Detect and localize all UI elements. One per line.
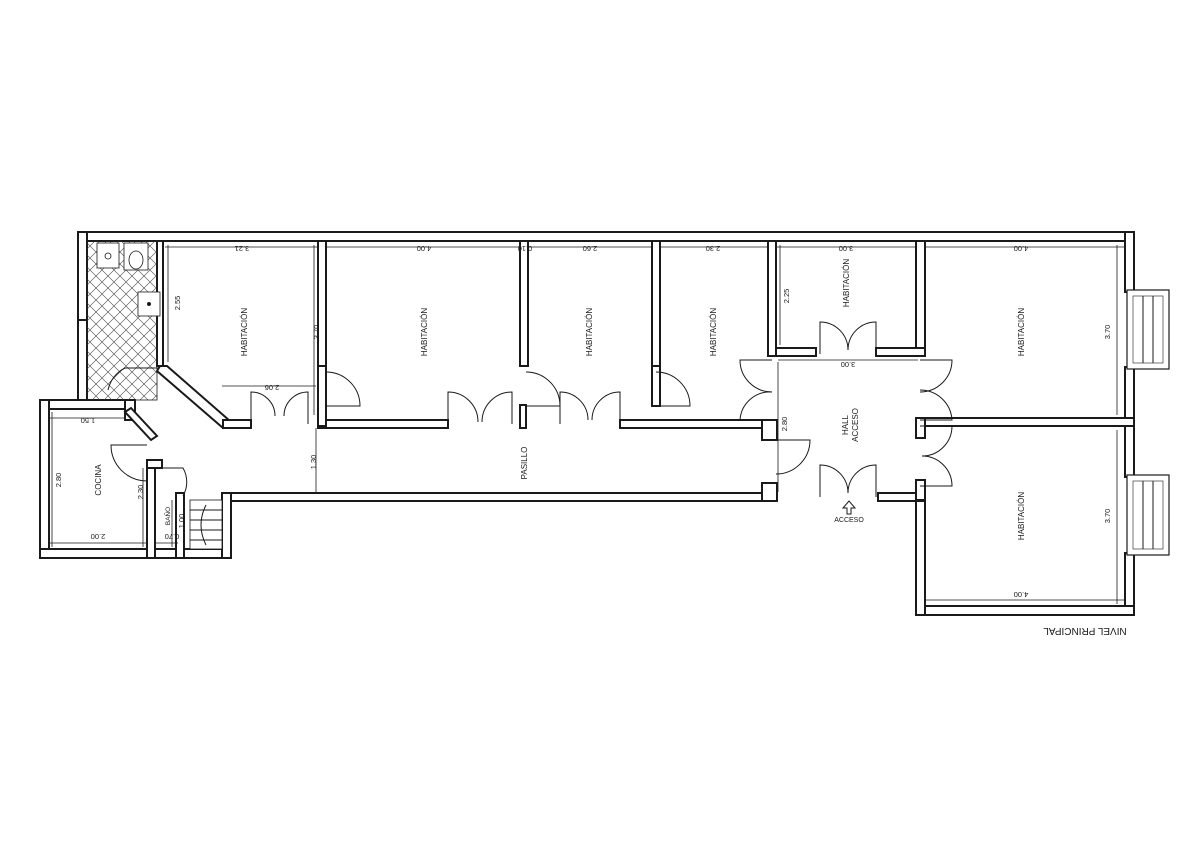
top-wall bbox=[77, 231, 1135, 242]
corridor-bottom-wall bbox=[221, 492, 763, 502]
interior-walls bbox=[123, 240, 1135, 559]
room-labels: HABITACIÓN HABITACIÓN HABITACIÓN HABITAC… bbox=[94, 259, 1026, 541]
dim-bano-height: 1.00 bbox=[177, 514, 186, 529]
partition-4 bbox=[767, 240, 777, 357]
room-label-hab3: HABITACIÓN bbox=[585, 308, 594, 357]
diagonal-wall bbox=[155, 365, 232, 430]
kitchen-bottom-wall bbox=[39, 548, 226, 559]
shower-drain-icon bbox=[147, 302, 151, 306]
partition-5 bbox=[915, 240, 926, 357]
dim-top-hab3: 2.60 bbox=[583, 244, 598, 253]
dim-bath-depth: 2.55 bbox=[173, 296, 182, 311]
kitchen-right-wall bbox=[146, 459, 156, 559]
hab7-jamb bbox=[915, 417, 926, 439]
dim-top-hab5: 3.00 bbox=[839, 244, 854, 253]
dim-hab5-lower: 3.00 bbox=[841, 360, 856, 369]
dim-hab7-width: 4.00 bbox=[1014, 590, 1029, 599]
partition-1 bbox=[317, 240, 327, 367]
access-label: ACCESO bbox=[834, 517, 864, 524]
hab7-jamb-b bbox=[915, 479, 926, 501]
sink-drain-icon bbox=[104, 252, 112, 260]
dim-top-hab6: 4.00 bbox=[1014, 244, 1029, 253]
outer-walls bbox=[39, 231, 1135, 616]
hall-left-jamb bbox=[761, 419, 778, 441]
doors bbox=[107, 321, 953, 497]
left-wall-bath bbox=[77, 231, 88, 321]
corridor-top-a bbox=[222, 419, 252, 429]
access-arrow-icon bbox=[841, 500, 857, 515]
dim-cocina-side: 2.30 bbox=[136, 485, 145, 500]
partition-3 bbox=[651, 240, 661, 367]
dim-hab6-depth: 3.70 bbox=[1103, 325, 1112, 340]
dim-hall-height: 2.80 bbox=[780, 417, 789, 432]
dim-cocina-height: 2.80 bbox=[54, 473, 63, 488]
dim-pasillo-width: 1.30 bbox=[309, 455, 318, 470]
dimension-lines bbox=[50, 245, 1125, 604]
dim-bano-width: 0.70 bbox=[165, 532, 180, 541]
room-label-cocina: COCINA bbox=[94, 464, 103, 496]
room-label-hab7: HABITACIÓN bbox=[1017, 492, 1026, 541]
room-label-hab1: HABITACIÓN bbox=[240, 308, 249, 357]
hab5-bottom-a bbox=[775, 347, 817, 357]
dim-cocina-width: 1.50 bbox=[81, 416, 96, 425]
right-wall-a bbox=[1124, 231, 1135, 293]
dim-room-depth: 3.70 bbox=[312, 325, 321, 340]
room-label-hab2: HABITACIÓN bbox=[420, 308, 429, 357]
room-label-acceso: ACCESO bbox=[851, 408, 860, 442]
dim-top-sep: 0.10 bbox=[518, 244, 533, 253]
partition-2 bbox=[519, 240, 529, 367]
room-label-pasillo: PASILLO bbox=[520, 447, 529, 480]
plan-title: NIVEL PRINCIPAL bbox=[1043, 625, 1127, 636]
dim-cocina-bottom: 2.00 bbox=[91, 532, 106, 541]
toilet-bowl-icon bbox=[128, 250, 144, 270]
sink-icon bbox=[96, 242, 120, 269]
kitchen-diag bbox=[123, 406, 159, 442]
left-wall-bath-b bbox=[77, 319, 88, 401]
room-label-hall: HALL bbox=[841, 414, 850, 435]
dim-top-hab2: 4.00 bbox=[417, 244, 432, 253]
toilet-icon bbox=[123, 242, 149, 271]
corridor-top-b bbox=[317, 419, 449, 429]
right-block-left-wall bbox=[915, 494, 926, 616]
dim-top-hab4: 2.30 bbox=[706, 244, 721, 253]
bottom-right-wall bbox=[915, 605, 1135, 616]
dim-diag: 2.06 bbox=[265, 383, 280, 392]
bano-right-wall bbox=[175, 492, 185, 559]
p1-low bbox=[317, 365, 327, 427]
stairs bbox=[189, 499, 223, 550]
corridor-top-jamb bbox=[519, 404, 527, 429]
kitchen-top-wall bbox=[39, 399, 136, 410]
hab5-bottom-b bbox=[875, 347, 926, 357]
dim-top-hab1: 3.21 bbox=[235, 244, 250, 253]
dimension-labels: 3.21 4.00 0.10 2.60 2.30 3.00 4.00 2.55 … bbox=[54, 244, 1112, 599]
room-label-hab5: HABITACIÓN bbox=[842, 259, 851, 308]
room-label-hab4: HABITACIÓN bbox=[709, 308, 718, 357]
balcony-lower bbox=[1126, 474, 1170, 556]
bano-top-wall bbox=[146, 459, 163, 469]
corridor-bottom-jamb bbox=[761, 482, 778, 502]
stair-right-wall bbox=[221, 492, 232, 559]
balcony-upper bbox=[1126, 289, 1170, 370]
corridor-top-c bbox=[619, 419, 771, 429]
kitchen-left-wall bbox=[39, 399, 50, 559]
dim-hab5-depth: 2.25 bbox=[782, 289, 791, 304]
room-label-hab6: HABITACIÓN bbox=[1017, 308, 1026, 357]
dim-hab7-depth: 3.70 bbox=[1103, 509, 1112, 524]
room-label-bano: BAÑO bbox=[163, 507, 172, 525]
